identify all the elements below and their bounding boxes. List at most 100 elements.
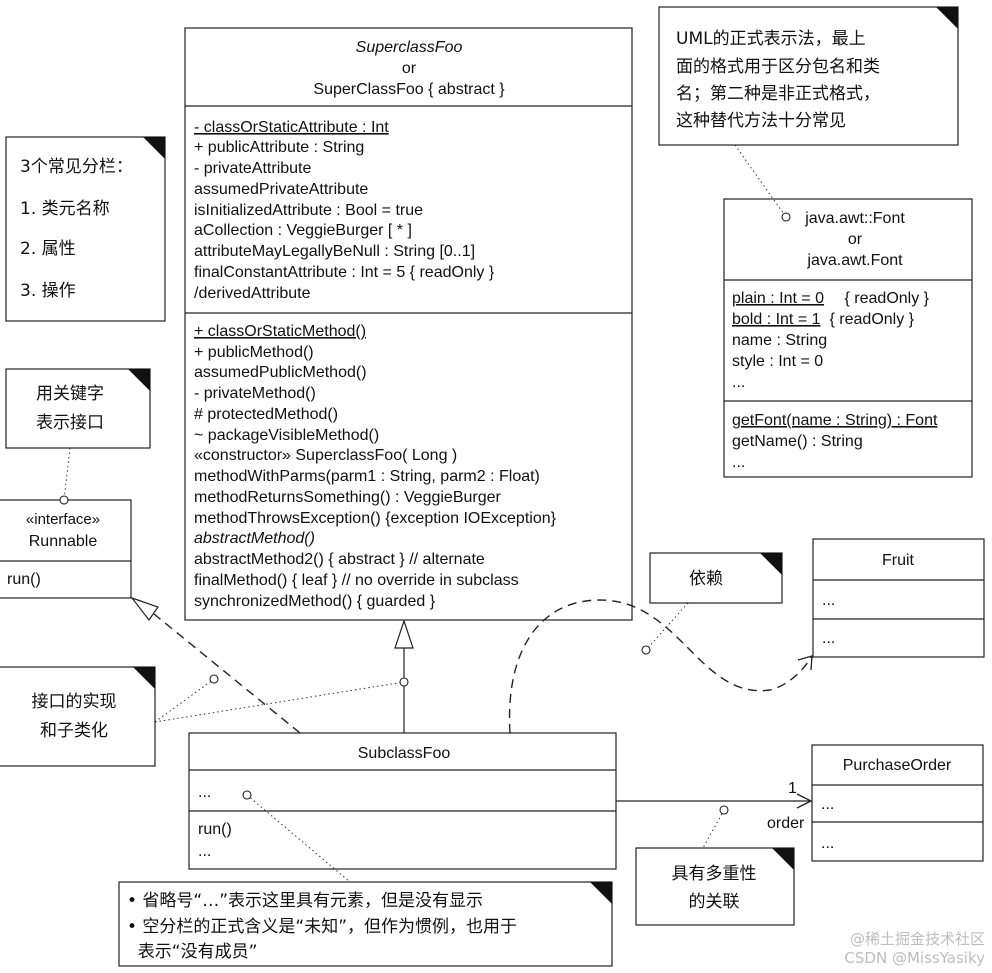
attribute-row: - privateAttribute — [194, 160, 311, 177]
attribute-row: bold : Int = 1 — [732, 311, 821, 328]
note-connector — [63, 447, 71, 501]
operation-row: ~ packageVisibleMethod() — [194, 427, 379, 444]
note-text: 依赖 — [689, 569, 723, 589]
operation-row: getName() : String — [732, 433, 863, 450]
attribute-row: isInitializedAttribute : Bool = true — [194, 202, 423, 219]
uml-formal-note: UML的正式表示法，最上 面的格式用于区分包名和类 名；第二种是非正式格式， 这… — [658, 6, 959, 146]
operation-row: run() — [198, 821, 232, 838]
note-text: 名；第二种是非正式格式， — [676, 84, 880, 104]
note-text: 3个常见分栏： — [20, 157, 133, 177]
note-connector — [154, 678, 215, 723]
watermark-csdn: CSDN @MissYasiky — [844, 949, 985, 967]
attribute-row: /derivedAttribute — [194, 285, 311, 302]
note-text: 表示“没有成员” — [127, 942, 257, 962]
fruit-name: Fruit — [882, 552, 915, 569]
operation-row: methodReturnsSomething() : VeggieBurger — [194, 489, 502, 506]
operation-row: - privateMethod() — [194, 385, 316, 402]
note-text: 面的格式用于区分包名和类 — [676, 57, 880, 77]
superclass-foo-class: SuperclassFoo or SuperClassFoo { abstrac… — [184, 27, 633, 621]
purchase-order-name: PurchaseOrder — [843, 757, 952, 774]
note-text: 具有多重性 — [672, 864, 757, 884]
attribute-row: { readOnly } — [845, 290, 930, 307]
realization-arrow — [130, 596, 301, 734]
attribute-row: name : String — [732, 332, 827, 349]
anchor-circle — [59, 495, 69, 505]
purchase-order-class: PurchaseOrder ... ... — [811, 744, 984, 862]
attribute-row: style : Int = 0 — [732, 353, 823, 370]
anchor-circle — [719, 805, 729, 815]
note-connector — [702, 809, 725, 849]
anchor-circle — [781, 212, 791, 222]
subclass-foo-class: SubclassFoo ... run() ... — [188, 732, 617, 870]
generalization-arrow — [394, 619, 414, 733]
attribute-row: - classOrStaticAttribute : Int — [194, 119, 389, 136]
dependency-note: 依赖 — [649, 552, 783, 604]
operation-row: ... — [732, 454, 745, 471]
operation-row: ... — [198, 843, 211, 860]
fruit-class: Fruit ... ... — [812, 538, 985, 658]
operation-row: «constructor» SuperclassFoo( Long ) — [194, 447, 457, 464]
attribute-row: plain : Int = 0 — [732, 290, 824, 307]
note-text: • 省略号“…”表示这里具有元素，但是没有显示 — [127, 891, 483, 911]
note-text: 这种替代方法十分常见 — [676, 111, 846, 131]
operation-row: + publicMethod() — [194, 344, 314, 361]
anchor-circle — [209, 674, 219, 684]
attribute-row: { readOnly } — [830, 311, 915, 328]
superclass-name-abstract: SuperClassFoo { abstract } — [313, 81, 505, 98]
operation-row: methodThrowsException() {exception IOExc… — [194, 510, 557, 527]
runnable-interface: «interface» Runnable run() — [0, 499, 132, 599]
attribute-row: aCollection : VeggieBurger [ * ] — [194, 222, 412, 239]
operation-row: finalMethod() { leaf } // no override in… — [194, 572, 519, 589]
operation-row: ... — [821, 835, 834, 852]
operation-row: ... — [822, 630, 835, 647]
operation-row: assumedPublicMethod() — [194, 364, 367, 381]
interface-name: Runnable — [29, 533, 98, 550]
attribute-row: ... — [732, 374, 745, 391]
operation-row: methodWithParms(parm1 : String, parm2 : … — [194, 468, 540, 485]
note-text: 2. 属性 — [20, 239, 76, 259]
anchor-circle — [242, 790, 252, 800]
note-text: 的关联 — [689, 892, 740, 912]
operation-row: run() — [7, 571, 41, 588]
note-text: • 空分栏的正式含义是“未知”，但作为惯例，也用于 — [127, 917, 517, 937]
attribute-row: assumedPrivateAttribute — [194, 181, 368, 198]
note-text: 和子类化 — [40, 721, 108, 741]
superclass-name-or: or — [402, 60, 417, 77]
attribute-row: attributeMayLegallyBeNull : String [0..1… — [194, 243, 475, 260]
association-arrow: 1 order — [616, 780, 813, 832]
operation-row: abstractMethod2() { abstract } // altern… — [194, 551, 485, 568]
multiplicity-label: 1 — [788, 780, 797, 797]
anchor-circle — [399, 677, 409, 687]
multiplicity-note: 具有多重性 的关联 — [635, 847, 795, 926]
note-text: 1. 类元名称 — [20, 199, 110, 219]
font-name-qualified: java.awt::Font — [804, 210, 905, 227]
font-name-or: or — [848, 231, 863, 248]
dependency-arrow — [508, 599, 813, 734]
attribute-row: ... — [198, 784, 211, 801]
interface-keyword-note: 用关键字 表示接口 — [5, 368, 151, 449]
role-label: order — [767, 815, 805, 832]
attribute-row: ... — [821, 796, 834, 813]
note-text: 用关键字 — [36, 384, 104, 404]
attribute-row: + publicAttribute : String — [194, 139, 364, 156]
anchor-circle — [641, 645, 651, 655]
watermark-juejin: @稀土掘金技术社区 — [850, 930, 985, 948]
note-text: 接口的实现 — [32, 692, 117, 712]
attribute-row: finalConstantAttribute : Int = 5 { readO… — [194, 264, 495, 281]
note-connector — [734, 144, 787, 218]
note-text: 3. 操作 — [20, 281, 76, 301]
note-text: 表示接口 — [36, 413, 104, 433]
font-name-dotted: java.awt.Font — [806, 252, 903, 269]
operation-row: synchronizedMethod() { guarded } — [194, 593, 436, 610]
interface-stereotype: «interface» — [26, 511, 100, 528]
realization-note: 接口的实现 和子类化 — [0, 666, 156, 767]
operation-row: abstractMethod() — [194, 530, 315, 547]
note-connector — [154, 681, 405, 723]
operation-row: # protectedMethod() — [194, 406, 338, 423]
note-text: UML的正式表示法，最上 — [676, 29, 866, 49]
compartments-note: 3个常见分栏： 1. 类元名称 2. 属性 3. 操作 — [5, 136, 166, 322]
subclass-name: SubclassFoo — [358, 745, 451, 762]
ellipsis-note: • 省略号“…”表示这里具有元素，但是没有显示 • 空分栏的正式含义是“未知”，… — [118, 881, 613, 967]
note-connector — [645, 602, 689, 651]
